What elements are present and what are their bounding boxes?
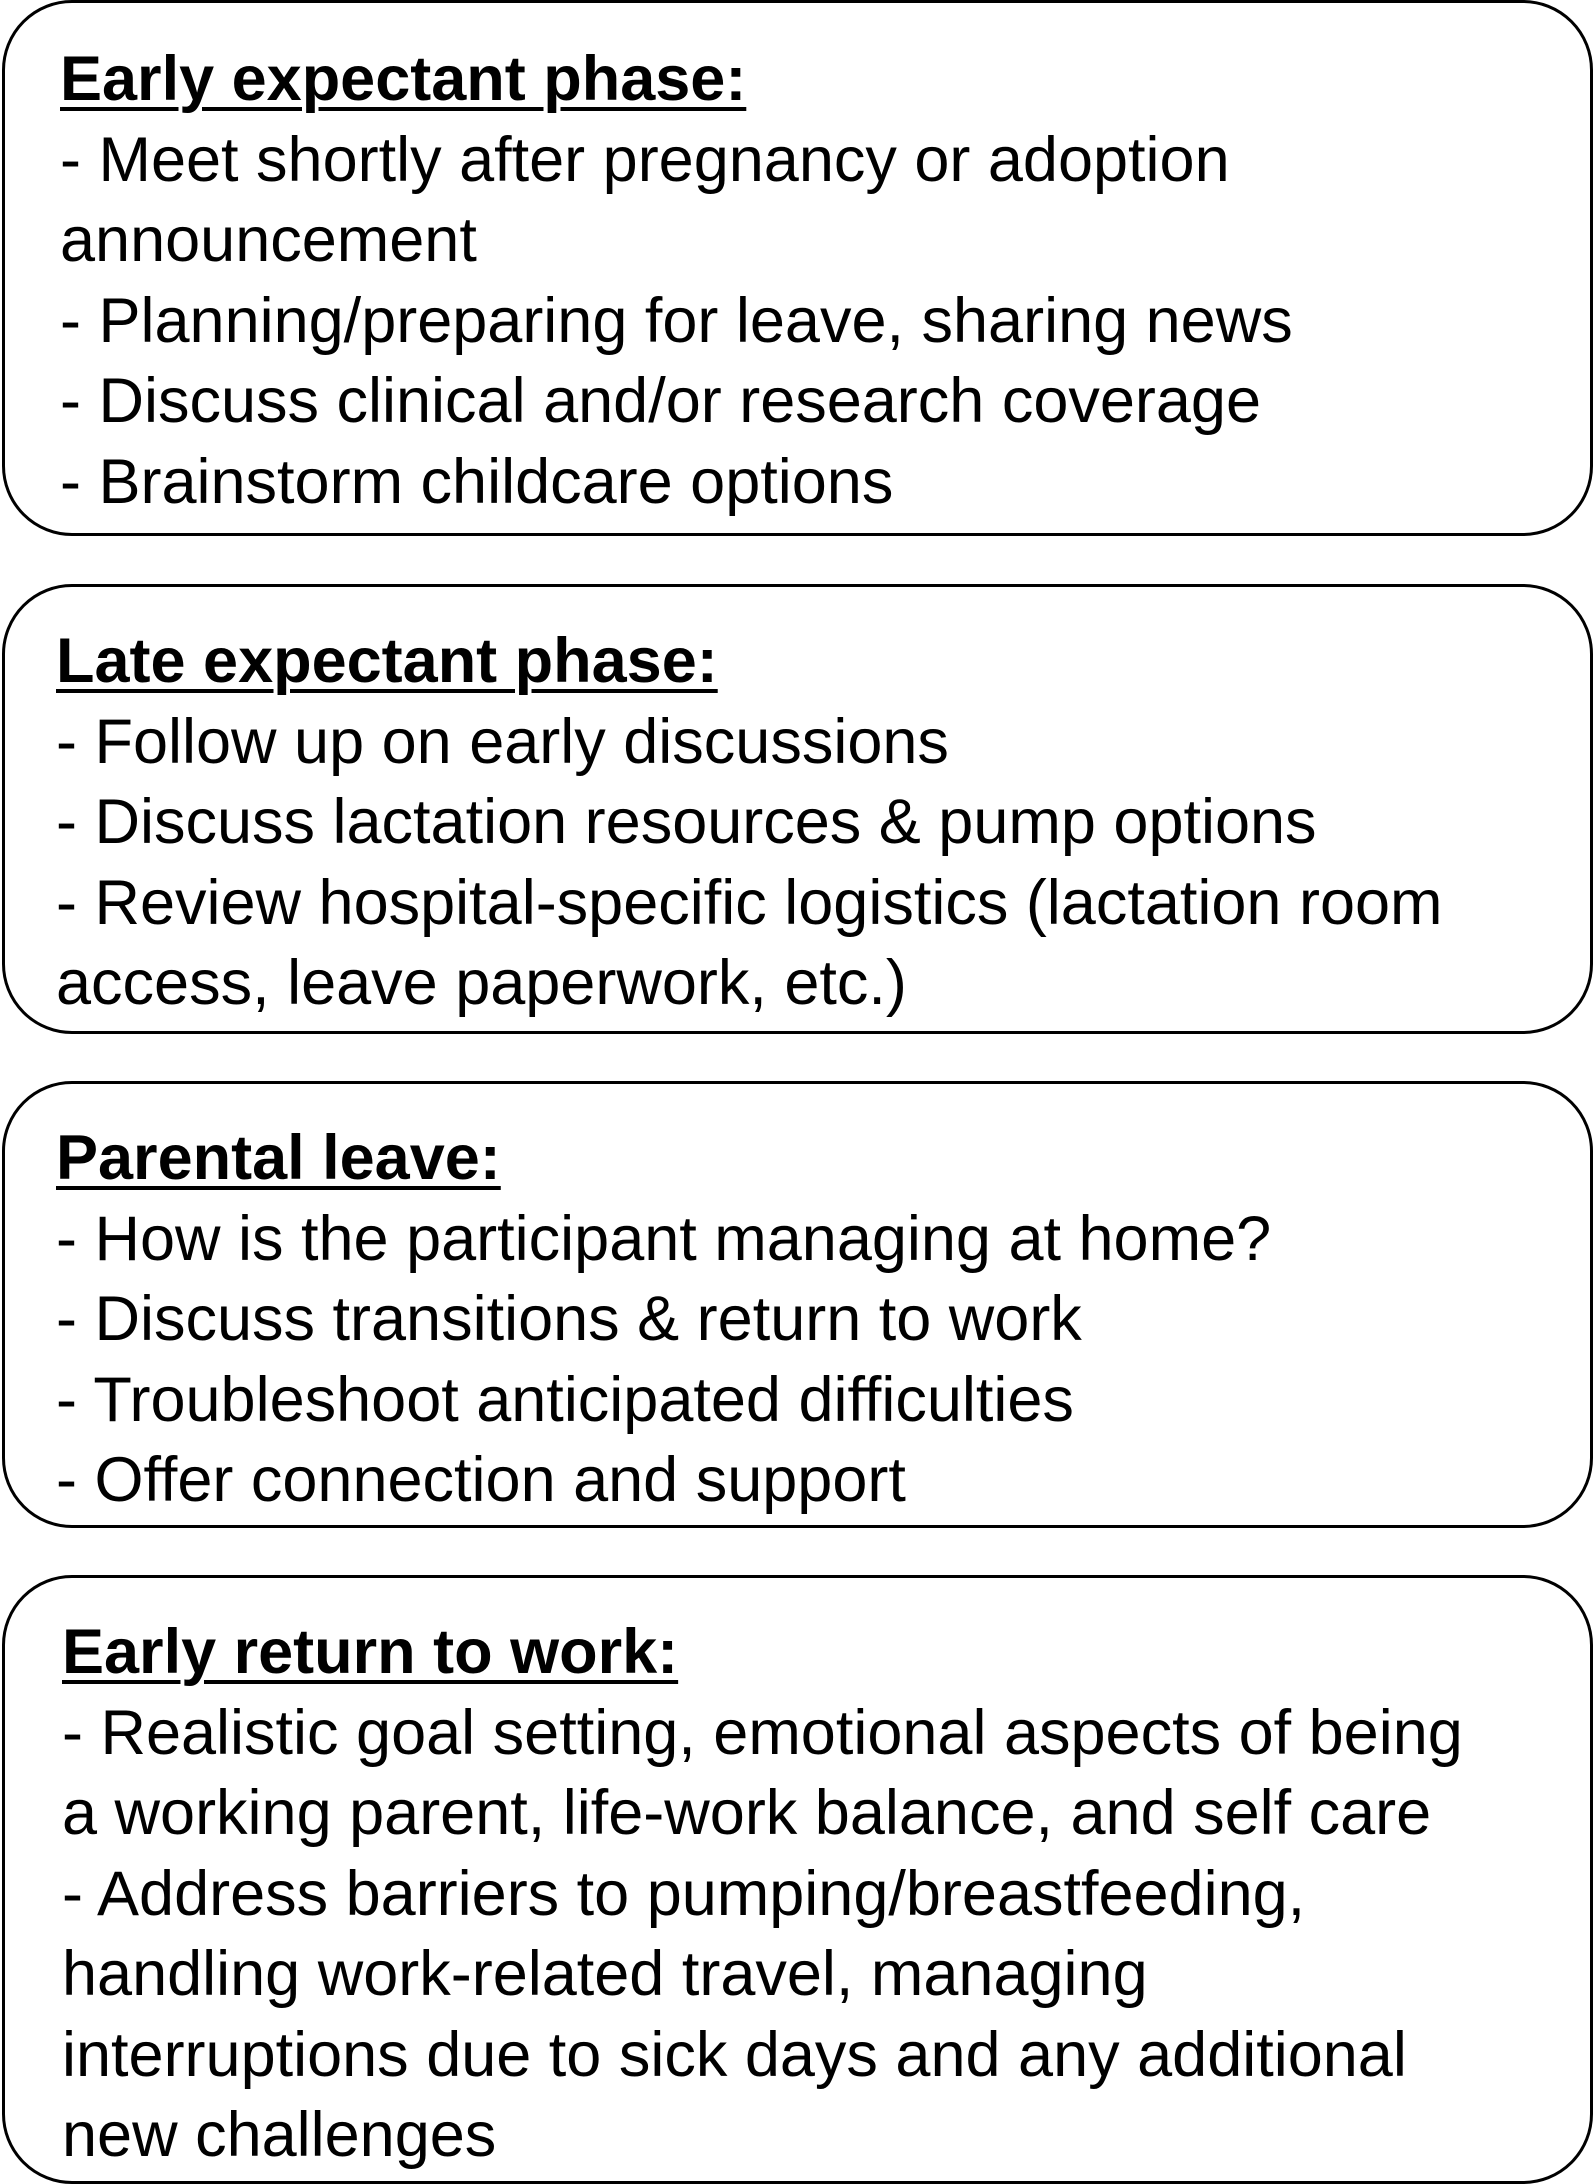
phase-line: - Troubleshoot anticipated difficulties: [56, 1364, 1074, 1435]
phase-line: - Follow up on early discussions: [56, 706, 949, 777]
phase-line: - Planning/preparing for leave, sharing …: [60, 285, 1293, 356]
phase-box-late-expectant: Late expectant phase: - Follow up on ear…: [2, 584, 1593, 1034]
phase-line: - Discuss transitions & return to work: [56, 1284, 1082, 1354]
phase-title: Late expectant phase:: [56, 626, 718, 696]
phase-line: new challenges: [62, 2100, 497, 2170]
phase-box-parental-leave: Parental leave: - How is the participant…: [2, 1081, 1593, 1528]
phase-title: Early expectant phase:: [60, 44, 747, 114]
phase-line: - Offer connection and support: [56, 1445, 906, 1515]
phase-line: - Brainstorm childcare options: [60, 446, 894, 517]
phase-box-early-return-to-work: Early return to work: - Realistic goal s…: [2, 1575, 1593, 2184]
phase-title: Parental leave:: [56, 1123, 501, 1193]
phase-box-early-expectant: Early expectant phase: - Meet shortly af…: [2, 0, 1593, 536]
phase-line: - Discuss lactation resources & pump opt…: [56, 787, 1317, 857]
phase-line: a working parent, life-work balance, and…: [62, 1778, 1432, 1848]
phase-line: - Discuss clinical and/or research cover…: [60, 366, 1261, 436]
phase-line: handling work-related travel, managing: [62, 1939, 1148, 2009]
phase-line: - Realistic goal setting, emotional aspe…: [62, 1697, 1463, 1768]
phase-line: access, leave paperwork, etc.): [56, 948, 907, 1018]
phase-line: - Address barriers to pumping/breastfeed…: [62, 1858, 1306, 1929]
phase-line: - How is the participant managing at hom…: [56, 1203, 1272, 1274]
phase-line: interruptions due to sick days and any a…: [62, 2019, 1407, 2090]
phase-line: announcement: [60, 205, 477, 275]
phase-line: - Meet shortly after pregnancy or adopti…: [60, 124, 1230, 195]
phase-title: Early return to work:: [62, 1617, 679, 1687]
phase-line: - Review hospital-specific logistics (la…: [56, 867, 1443, 938]
